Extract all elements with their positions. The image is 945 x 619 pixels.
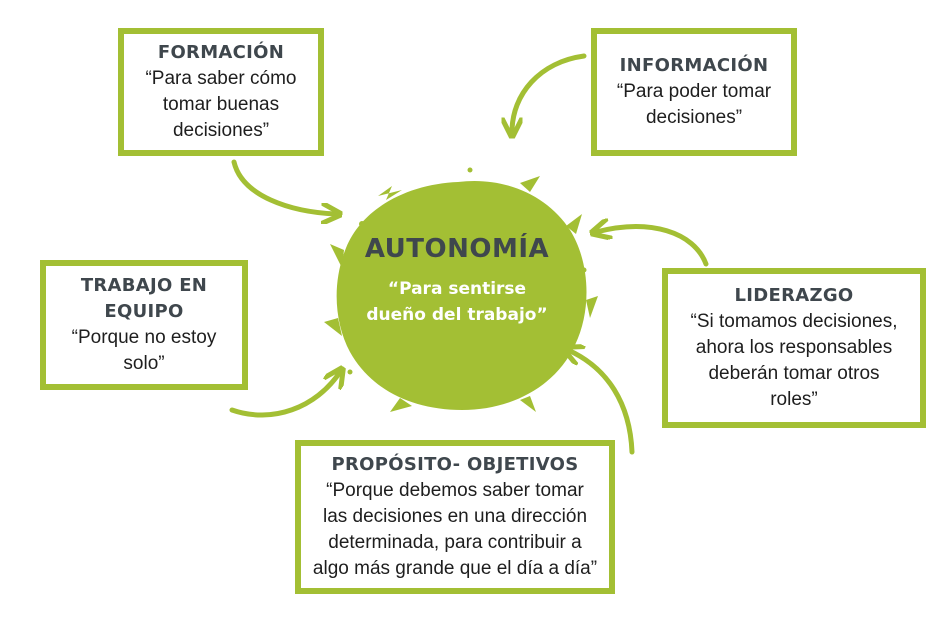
box-text-line: tomar buenas (162, 94, 280, 115)
arrow-formacion (231, 159, 336, 214)
box-title: FORMACIÓN (157, 42, 285, 63)
arrow-informacion (512, 53, 587, 132)
box-text-line: decisiones” (172, 120, 270, 141)
box-text-line: decisiones” (645, 107, 743, 128)
box-trabajo-en-equipo: TRABAJO EN EQUIPO “Porque no estoy solo” (40, 260, 248, 390)
box-text-line: ahora los responsables (695, 337, 893, 358)
box-text-line: “Si tomamos decisiones, (690, 311, 898, 332)
box-liderazgo: LIDERAZGO “Si tomamos decisiones, ahora … (662, 268, 926, 428)
box-formacion: FORMACIÓN “Para saber cómo tomar buenas … (118, 28, 324, 156)
arrow-trabajo-en-equipo (229, 372, 340, 418)
autonomia-blob (324, 167, 598, 412)
box-informacion: INFORMACIÓN “Para poder tomar decisiones… (591, 28, 797, 156)
box-text-line: “Porque no estoy (71, 327, 217, 348)
box-title-line: TRABAJO EN (80, 275, 208, 296)
center-subtitle-line-2: dueño del trabajo” (366, 305, 548, 325)
box-title: LIDERAZGO (734, 285, 854, 306)
box-proposito-objetivos: PROPÓSITO- OBJETIVOS “Porque debemos sab… (295, 440, 615, 594)
arrow-liderazgo (596, 227, 709, 267)
arrow-proposito (568, 350, 635, 455)
center-title: AUTONOMÍA (364, 234, 550, 264)
box-text-line: “Porque debemos saber tomar (326, 480, 584, 501)
box-title-line: EQUIPO (104, 301, 184, 322)
box-text-line: las decisiones en una dirección (322, 506, 588, 527)
box-text-line: roles” (770, 389, 818, 410)
box-text-line: algo más grande que el día a día” (312, 558, 598, 579)
box-text-line: determinada, para contribuir a (328, 532, 582, 553)
box-text-line: “Para saber cómo (145, 68, 297, 89)
center-label: AUTONOMÍA “Para sentirse dueño del traba… (336, 232, 578, 328)
box-title: PROPÓSITO- OBJETIVOS (331, 454, 579, 475)
box-text-line: “Para poder tomar (616, 81, 772, 102)
box-text-line: solo” (123, 353, 165, 374)
box-title: INFORMACIÓN (619, 55, 769, 76)
center-subtitle-line-1: “Para sentirse (387, 279, 527, 299)
box-text-line: deberán tomar otros (708, 363, 880, 384)
